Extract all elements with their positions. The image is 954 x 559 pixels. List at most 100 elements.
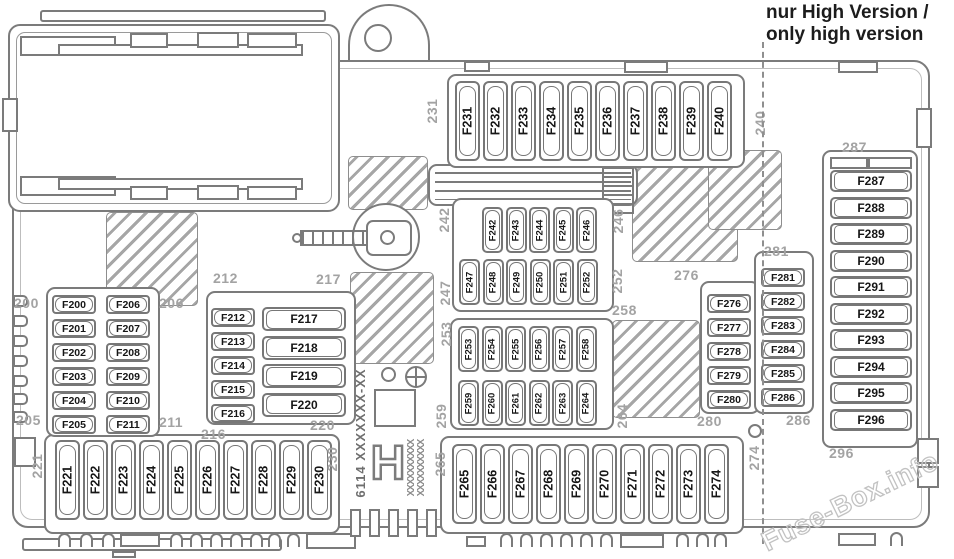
fuse-label: F279: [710, 368, 748, 383]
fuse-F274: F274: [704, 444, 729, 524]
group-label-246: 246: [610, 208, 626, 234]
group-label-258: 258: [612, 302, 637, 318]
slot-marking: [350, 509, 361, 537]
mounting-foot: [190, 533, 203, 547]
fuse-panel-287-header: [830, 157, 868, 169]
fuse-label: F251: [556, 262, 571, 302]
fuse-F222: F222: [83, 440, 108, 520]
fuse-F205: F205: [52, 415, 96, 434]
fuse-label: F287: [834, 172, 908, 190]
fuse-F232: F232: [483, 81, 508, 161]
fuse-label: F248: [485, 262, 501, 302]
fuse-label: F218: [266, 338, 342, 357]
fuse-label: F223: [115, 445, 132, 515]
fuse-F209: F209: [106, 367, 150, 386]
fuse-F239: F239: [679, 81, 704, 161]
fuse-label: F236: [599, 86, 616, 156]
fuse-label: F277: [710, 320, 748, 335]
fuse-label: F201: [55, 321, 93, 336]
relay-slot-tab: [247, 186, 297, 200]
fuse-F250: F250: [529, 259, 551, 305]
fuse-label: F260: [484, 383, 500, 423]
fuse-F290: F290: [830, 249, 912, 272]
fuse-label: F261: [508, 383, 523, 423]
fuse-F233: F233: [511, 81, 536, 161]
fuse-F245: F245: [552, 207, 574, 253]
left-edge-tab: [13, 375, 28, 387]
fuse-F229: F229: [279, 440, 304, 520]
fuse-label: F252: [579, 262, 595, 302]
fuse-F256: F256: [528, 326, 550, 372]
fuse-label: F244: [532, 210, 547, 250]
left-edge-tab: [13, 393, 28, 405]
group-label-287: 287: [842, 139, 867, 155]
fuse-F244: F244: [529, 207, 550, 253]
fuse-F216: F216: [211, 404, 255, 423]
fuse-label: F213: [214, 334, 252, 349]
fuse-F204: F204: [52, 391, 96, 410]
fuse-label: F203: [55, 369, 93, 384]
high-version-note-line1: nur High Version /: [766, 2, 929, 23]
fuse-F296: F296: [830, 408, 912, 431]
fuse-label: F240: [711, 86, 728, 156]
mounting-foot: [890, 532, 903, 546]
mounting-ear-hole: [364, 24, 392, 52]
fuse-label: F220: [266, 395, 342, 414]
fuse-label: F272: [652, 449, 669, 519]
fuse-label: F273: [680, 449, 697, 519]
fuse-label: F254: [484, 329, 500, 369]
fuse-F273: F273: [676, 444, 701, 524]
fuse-label: F221: [59, 445, 76, 515]
fuse-F219: F219: [262, 364, 346, 388]
group-label-205: 205: [16, 412, 41, 428]
fuse-F291: F291: [830, 276, 912, 298]
screw-hole-marking: [748, 424, 762, 438]
fuse-label: F264: [578, 383, 594, 423]
fuse-F270: F270: [592, 444, 617, 524]
fuse-F283: F283: [761, 316, 805, 335]
group-label-206: 206: [159, 295, 184, 311]
fuse-F252: F252: [576, 259, 598, 305]
group-label-274: 274: [746, 445, 762, 471]
group-label-265: 265: [432, 451, 448, 477]
fuse-F269: F269: [564, 444, 589, 524]
fuse-label: F296: [834, 410, 908, 429]
mounting-foot: [250, 533, 263, 547]
fuse-label: F283: [764, 318, 802, 333]
fuse-F279: F279: [707, 366, 751, 385]
fuse-label: F249: [509, 262, 524, 302]
fuse-label: F262: [531, 383, 547, 423]
group-label-264: 264: [614, 403, 630, 429]
fuse-F207: F207: [106, 319, 150, 338]
fuse-label: F237: [627, 86, 644, 156]
high-version-note: nur High Version / only high version: [766, 2, 929, 46]
relay-slot-tab: [197, 185, 239, 200]
fuse-label: F216: [214, 406, 252, 421]
mounting-foot: [676, 533, 689, 547]
fuse-label: F239: [683, 86, 700, 156]
fuse-label: F263: [555, 383, 570, 423]
fuse-F289: F289: [830, 223, 912, 245]
relay-slot-bar: [58, 178, 303, 190]
fuse-label: F212: [214, 310, 252, 325]
bottom-connector-tab: [466, 536, 486, 547]
group-label-253: 253: [438, 321, 454, 347]
fuse-F255: F255: [505, 326, 526, 372]
fuse-F276: F276: [707, 294, 751, 313]
slot-marking: [426, 509, 437, 537]
fuse-label: F228: [255, 445, 272, 515]
high-version-note-line2: only high version: [766, 24, 924, 45]
fuse-F213: F213: [211, 332, 255, 351]
fuse-F267: F267: [508, 444, 533, 524]
fuse-label: F253: [461, 329, 476, 369]
fuse-label: F255: [508, 329, 523, 369]
square-marking: [374, 389, 416, 427]
fuse-label: F224: [143, 445, 160, 515]
relay-slot-tab: [247, 33, 297, 48]
bottom-connector-tab: [838, 533, 876, 546]
mounting-foot: [268, 533, 281, 547]
fuse-F281: F281: [761, 268, 805, 287]
fuse-label: F215: [214, 382, 252, 397]
